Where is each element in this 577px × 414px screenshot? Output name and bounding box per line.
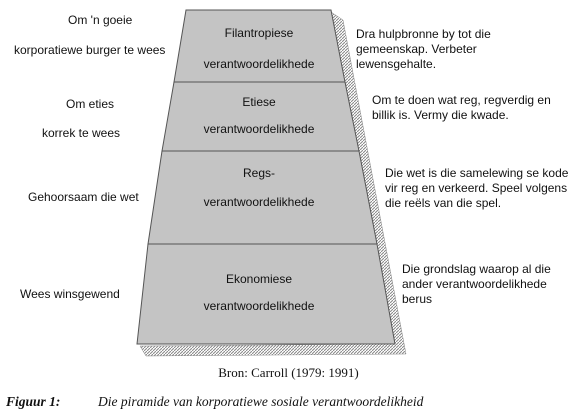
right-desc-2: Om te doen wat reg, regverdig en billik … [372,93,551,122]
right-desc-1: Dra hulpbronne by tot die gemeenskap. Ve… [356,27,491,71]
tier-3-title: Regs- [242,166,275,180]
source-citation: Bron: Carroll (1979: 1991) [218,365,359,380]
tier-1-subtitle: verantwoordelikhede [203,57,315,71]
figure-caption-text: Die piramide van korporatiewe sosiale ve… [98,394,424,409]
left-label-3: Gehoorsaam die wet [28,190,139,204]
tier-2-title: Etiese [242,95,276,109]
figure-caption: Figuur 1: Die piramide van korporatiewe s… [6,394,423,410]
tier-4-title: Ekonomiese [225,272,293,286]
figure-number: Figuur 1: [6,394,61,409]
left-label-1a: Om 'n goeie [68,13,133,27]
left-label-1b: korporatiewe burger te wees [14,43,166,57]
tier-ekonomiese [136,243,396,345]
right-desc-3: Die wet is die samelewing se kode vir re… [385,166,569,210]
tier-3-subtitle: verantwoordelikhede [203,195,315,209]
tier-1-title: Filantropiese [224,26,294,40]
tier-4-subtitle: verantwoordelikhede [203,299,315,313]
left-label-2b: korrek te wees [42,126,121,140]
left-label-4: Wees winsgewend [20,287,120,301]
left-label-2a: Om eties [66,97,115,111]
tier-2-subtitle: verantwoordelikhede [203,122,315,136]
tier-etiese [161,81,360,152]
right-desc-4: Die grondslag waarop al die ander verant… [402,262,551,306]
